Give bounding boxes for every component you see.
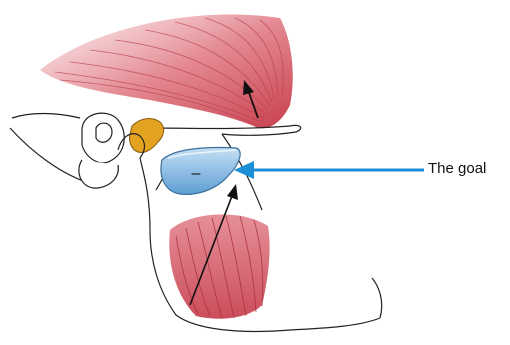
articular-disc	[129, 119, 163, 153]
callout-label: The goal	[428, 160, 486, 178]
temporal-bone-outline	[79, 113, 124, 188]
goal-region-marker: –	[192, 165, 201, 182]
callout-arrow	[234, 161, 424, 179]
highlighted-goal-region	[161, 148, 240, 195]
